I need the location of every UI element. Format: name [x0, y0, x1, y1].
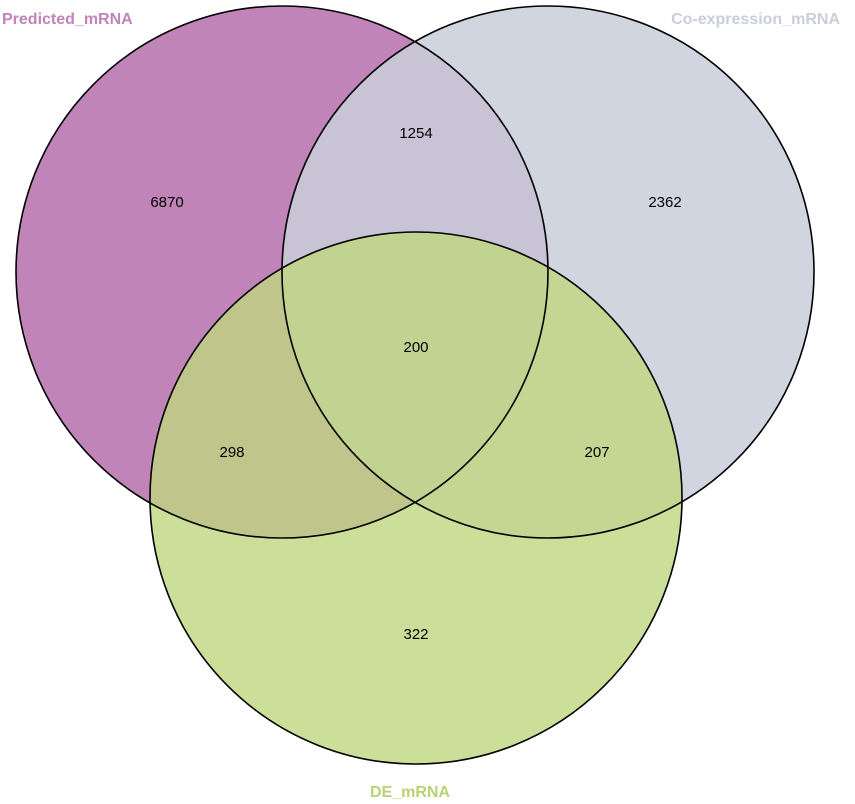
predicted-set-label: Predicted_mRNA	[2, 11, 133, 28]
coexpression-set-label: Co-expression_mRNA	[671, 11, 840, 28]
predicted-de-count: 298	[219, 444, 244, 461]
de-circle-outline	[149, 231, 683, 765]
de-only-count: 322	[403, 626, 428, 643]
de-set-label: DE_mRNA	[370, 784, 450, 801]
coexpression-circle-outline	[281, 5, 815, 539]
coexpression-de-count: 207	[584, 444, 609, 461]
predicted-only-count: 6870	[150, 194, 183, 211]
predicted-circle-outline	[15, 5, 549, 539]
coexpression-only-count: 2362	[648, 194, 681, 211]
predicted-coexpression-count: 1254	[399, 125, 432, 142]
de-circle-fill	[150, 232, 682, 764]
all-three-count: 200	[403, 339, 428, 356]
